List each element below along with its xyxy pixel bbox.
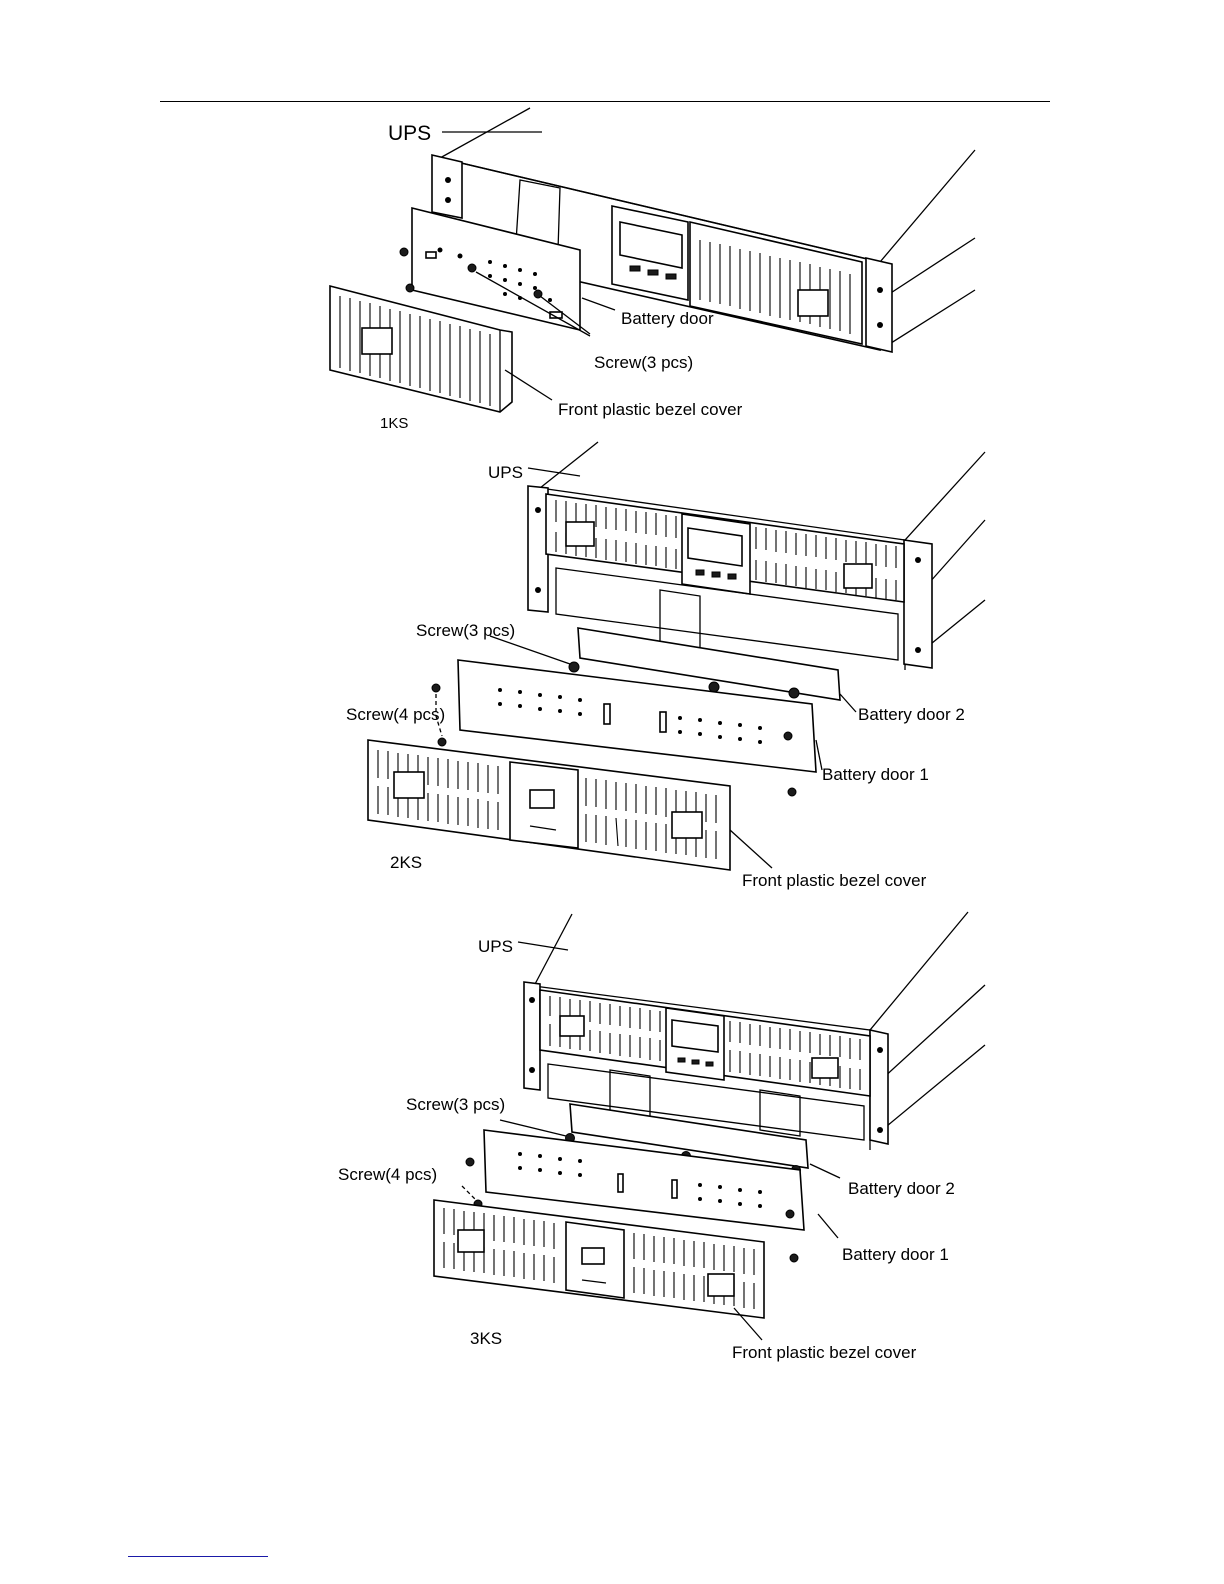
ups-label-2ks: UPS [488,463,523,482]
model-label-1ks: 1KS [380,415,408,432]
screw-side-label-2ks: Screw(4 pcs) [346,705,445,724]
bezel-label-3ks: Front plastic bezel cover [732,1343,917,1362]
ups-label-3ks: UPS [478,937,513,956]
battery-door-label-1ks: Battery door [621,309,714,328]
screw-side-label-3ks: Screw(4 pcs) [338,1165,437,1184]
diagram-3ks: UPS Screw(3 pcs) Screw(4 pcs) Battery do… [338,912,985,1362]
leader-screw-side-3ks [462,1186,476,1200]
battery-door-1-label-2ks: Battery door 1 [822,765,929,784]
leader-door-1-3ks [818,1214,838,1238]
battery-door-1ks [412,208,580,330]
model-label-3ks: 3KS [470,1329,502,1348]
screw-label-1ks: Screw(3 pcs) [594,353,693,372]
ups-label-1ks: UPS [388,122,431,145]
leader-door-2-3ks [810,1164,840,1178]
diagram-1ks: UPS Battery door Screw(3 pcs) Front plas… [330,108,975,432]
model-label-2ks: 2KS [390,853,422,872]
bezel-cover-2ks [368,740,730,870]
leader-bezel-2ks [730,830,772,868]
leader-door-2-2ks [840,694,856,712]
screw-top-label-2ks: Screw(3 pcs) [416,621,515,640]
battery-door-1-label-3ks: Battery door 1 [842,1245,949,1264]
leader-battery-door-1ks [582,298,615,310]
diagram-2ks: UPS Screw(3 pcs) Screw(4 pcs) Battery do… [346,442,985,890]
bezel-label-2ks: Front plastic bezel cover [742,871,927,890]
leader-screw-top-2ks [490,636,570,664]
bezel-label-1ks: Front plastic bezel cover [558,400,743,419]
footer-rule [128,1556,268,1557]
leader-ups-2ks [528,468,580,476]
leader-ups-3ks [518,942,568,950]
battery-door-2-label-3ks: Battery door 2 [848,1179,955,1198]
screw-top-label-3ks: Screw(3 pcs) [406,1095,505,1114]
battery-door-2-label-2ks: Battery door 2 [858,705,965,724]
